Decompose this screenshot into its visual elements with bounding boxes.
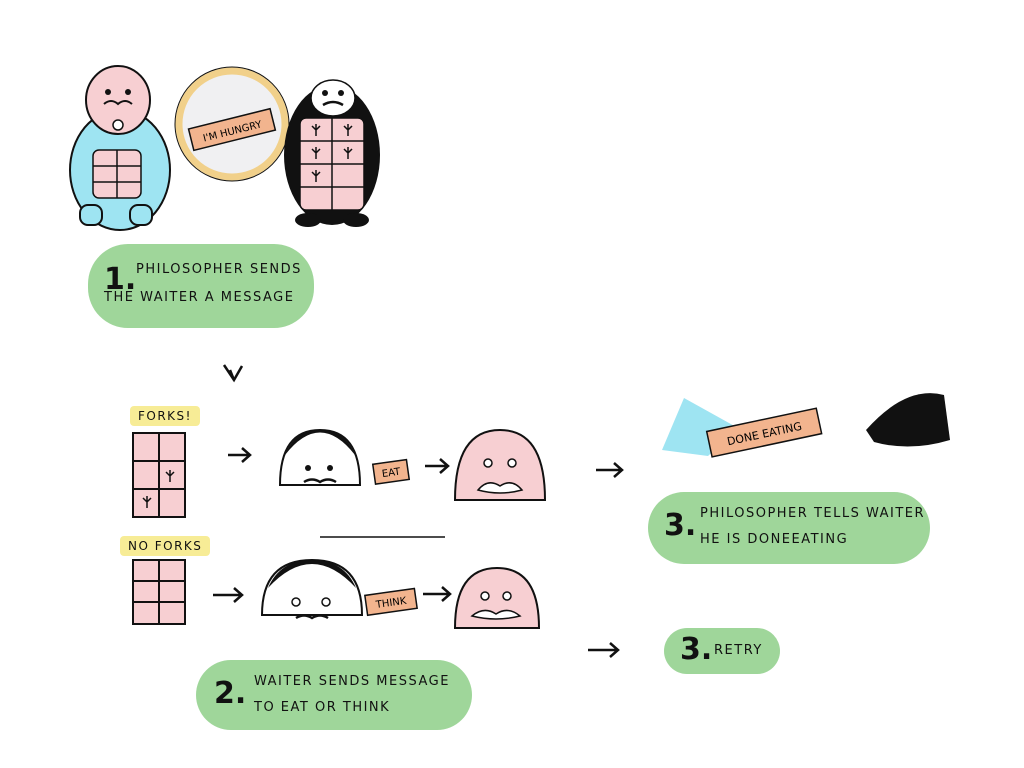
waiter-belly-grid [299, 117, 365, 211]
step-2-number: 2. [214, 676, 247, 711]
step-3-done-line1: PHILOSOPHER TELLS WAITER [700, 506, 926, 521]
arrow-right-icon [228, 447, 252, 463]
done-eating-note: DONE EATING [705, 407, 823, 458]
waiter-head-eat [278, 428, 362, 486]
eat-note-text: EAT [381, 466, 402, 480]
philosopher-head-eat [453, 428, 547, 501]
step-1-number: 1. [104, 262, 137, 297]
no-forks-tag: NO FORKS [120, 536, 211, 556]
eat-note: EAT [371, 458, 411, 485]
arrow-down-icon [222, 364, 244, 383]
step-3-done-pill: 3. PHILOSOPHER TELLS WAITER HE IS DONEEA… [648, 492, 930, 564]
step-1-line1: PHILOSOPHER SENDS [136, 262, 302, 277]
waiter-figure [284, 79, 380, 227]
step-1-pill: 1. PHILOSOPHER SENDS THE WAITER A MESSAG… [88, 244, 314, 328]
forks-grid-icon [132, 432, 186, 518]
arrow-right-icon [425, 458, 450, 474]
step-3-retry-label: RETRY [714, 643, 763, 658]
waiter-head-think [260, 558, 364, 620]
arrow-right-icon [213, 587, 244, 603]
step-3-done-line2: HE IS DONEEATING [700, 532, 849, 547]
step-3-retry-number: 3. [680, 632, 713, 667]
waiter-arm-shape [866, 393, 950, 447]
no-forks-grid-icon [132, 559, 186, 625]
forks-tag: FORKS! [130, 406, 200, 426]
step-2-line1: WAITER SENDS MESSAGE [254, 674, 450, 689]
arrow-right-icon [423, 586, 452, 602]
philosopher-belly-grid [92, 149, 142, 199]
think-note-text: THINK [374, 596, 407, 611]
arrow-right-icon [596, 462, 624, 478]
think-note: THINK [363, 587, 418, 617]
arrow-right-icon [588, 642, 620, 658]
step-2-pill: 2. WAITER SENDS MESSAGE TO EAT OR THINK [196, 660, 472, 730]
philosopher-figure [69, 65, 171, 231]
step-3-done-number: 3. [664, 508, 697, 543]
step-1-line2: THE WAITER A MESSAGE [104, 290, 295, 305]
step-3-retry-pill: 3. RETRY [664, 628, 780, 674]
step-2-line2: TO EAT OR THINK [254, 700, 391, 715]
waiter-forks-icon [311, 124, 353, 182]
philosopher-head-think [453, 566, 541, 629]
